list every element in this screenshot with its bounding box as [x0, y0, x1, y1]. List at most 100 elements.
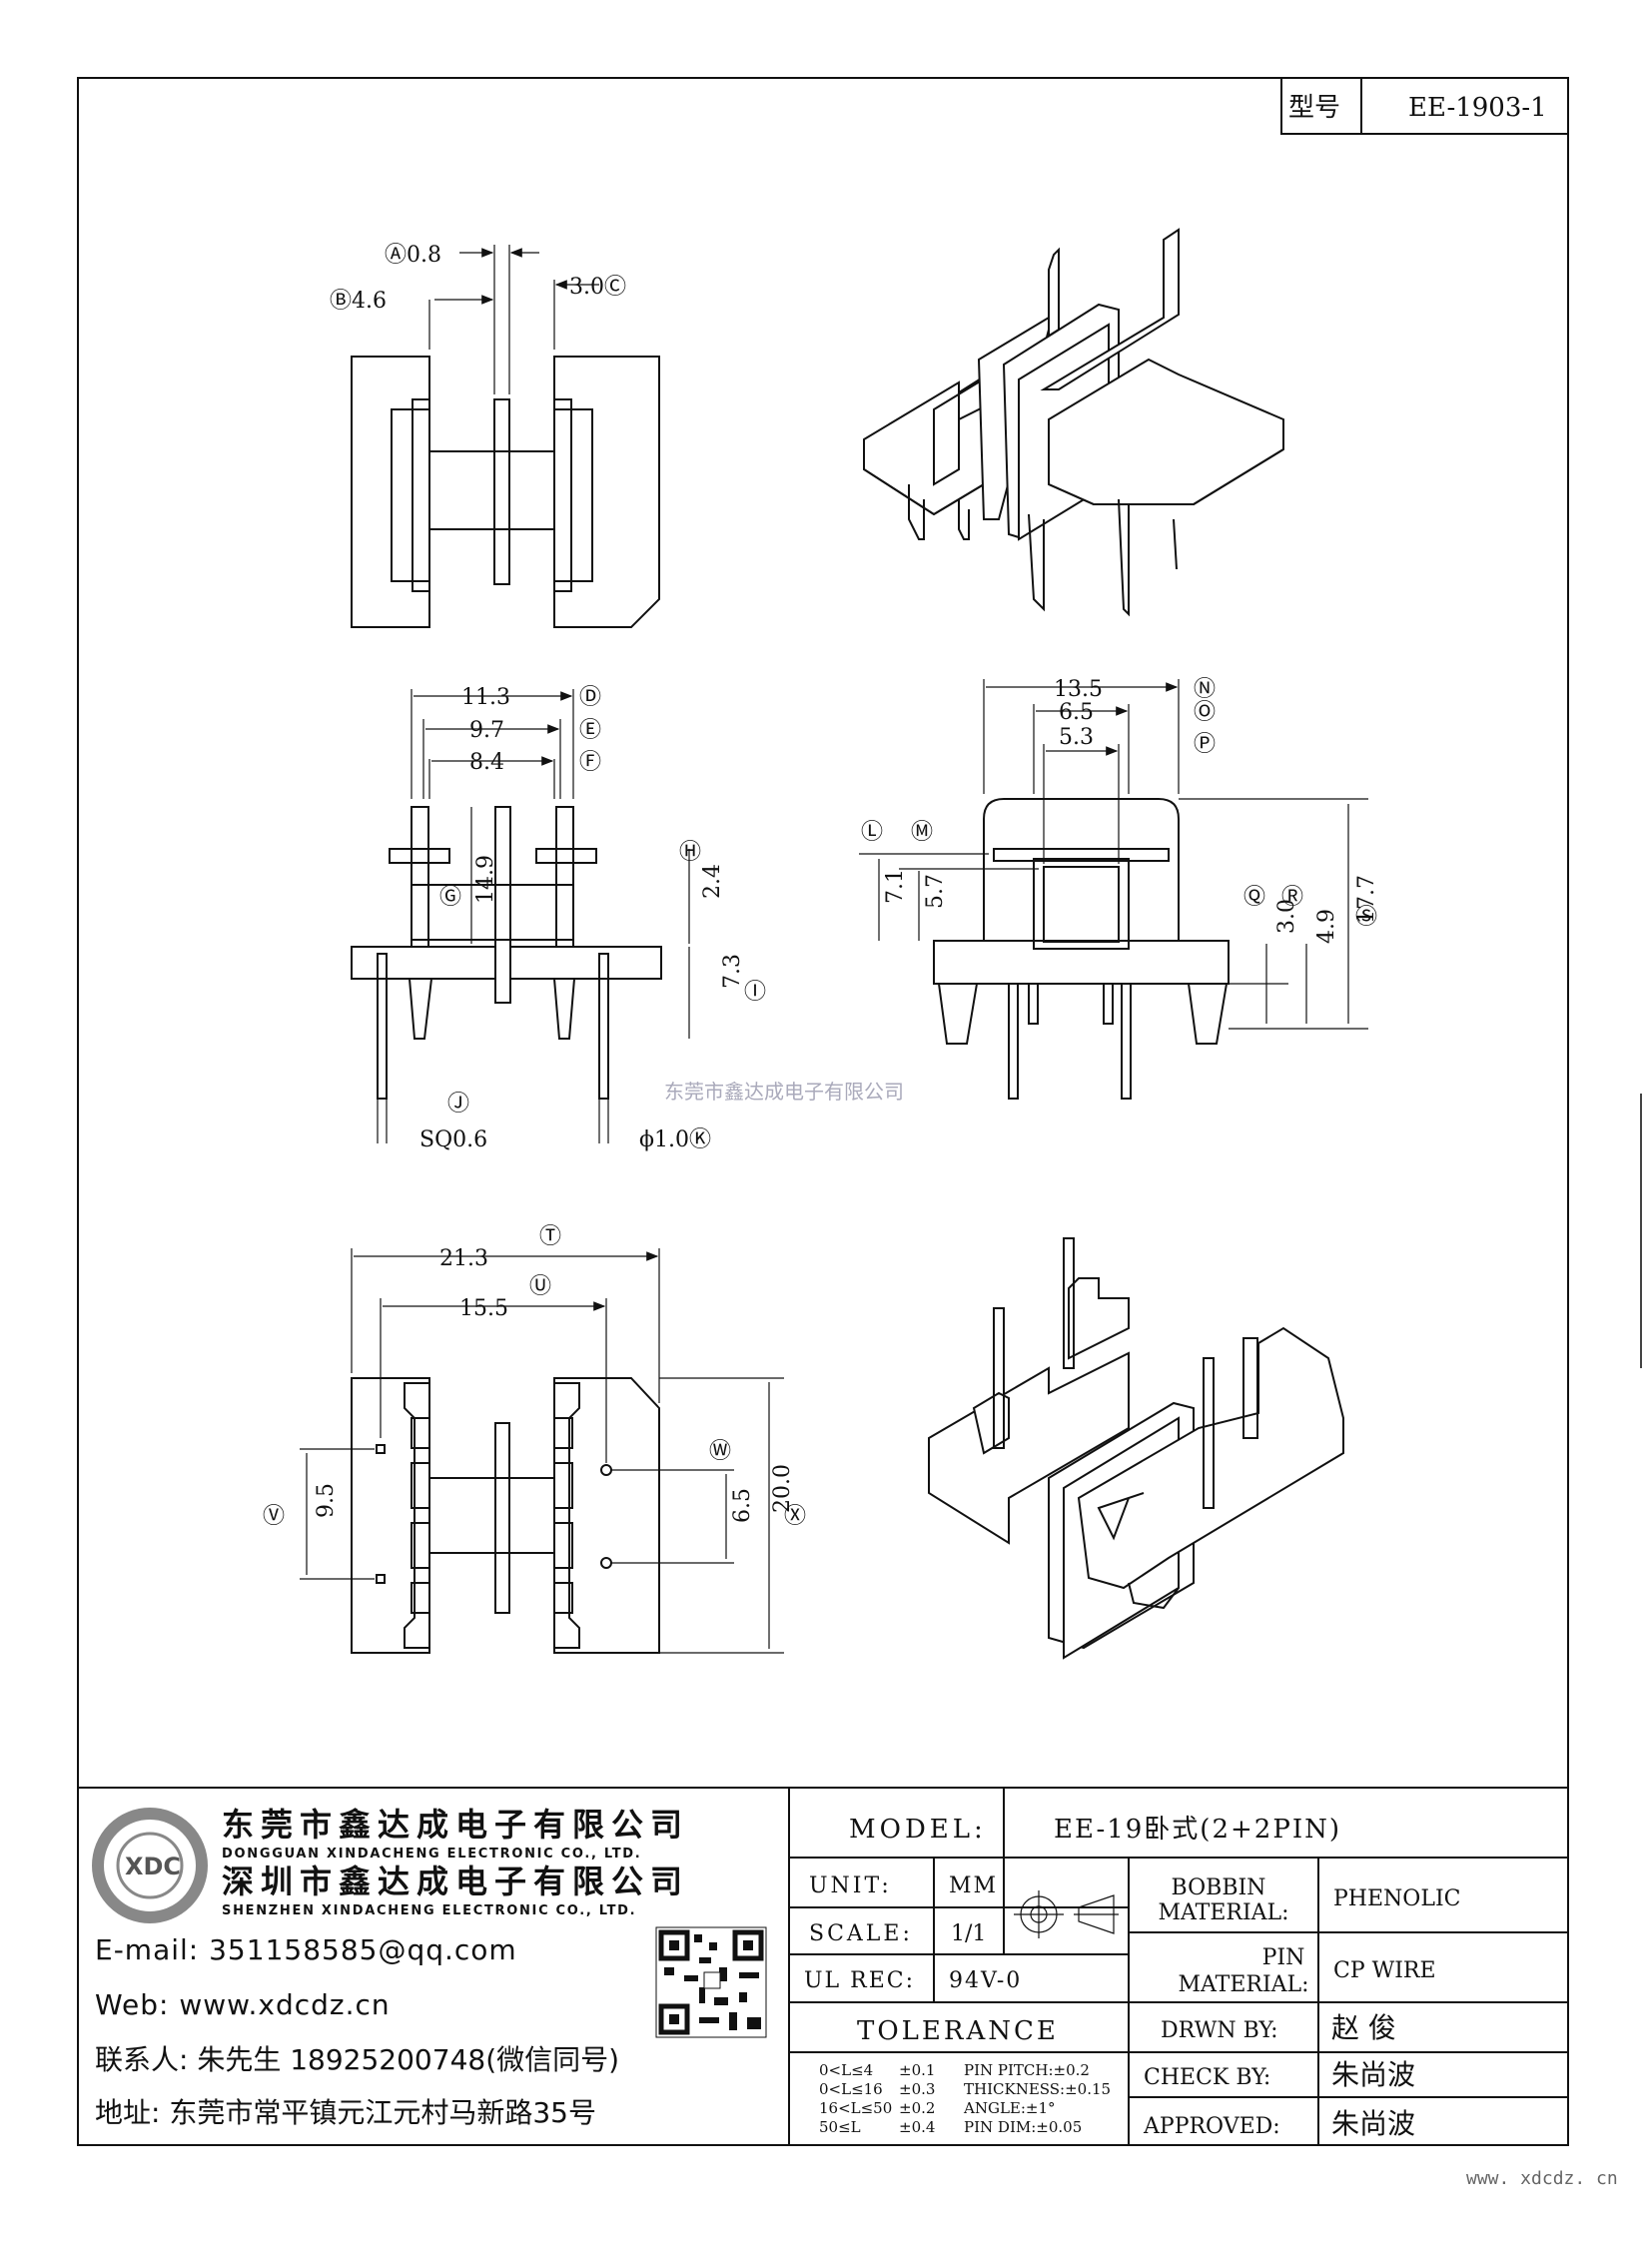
type-value: EE-1903-1 [1408, 93, 1547, 123]
dim-a: Ⓐ0.8 [385, 243, 441, 268]
tolerance-label: TOLERANCE [857, 2016, 1059, 2046]
top-view: Ⓐ0.8 Ⓑ4.6 3.0Ⓒ [330, 243, 660, 628]
dim-h: Ⓗ [679, 840, 701, 865]
drwn-label: DRWN BY: [1161, 2018, 1278, 2043]
tol-note-1: PIN PITCH:±0.2 [964, 2061, 1090, 2079]
dim-k: ϕ1.0Ⓚ [639, 1127, 711, 1152]
dim-v-value: 9.5 [314, 1483, 339, 1518]
dim-w: Ⓦ [709, 1439, 731, 1464]
company-en-shenzhen: SHENZHEN XINDACHENG ELECTRONIC CO., LTD. [222, 1903, 636, 1918]
ul-value: 94V-0 [949, 1968, 1022, 1993]
dim-o: Ⓞ [1194, 700, 1216, 725]
dim-w-value: 6.5 [730, 1488, 755, 1523]
company-block: XDC 东莞市鑫达成电子有限公司 DONGGUAN XINDACHENG ELE… [92, 1806, 767, 2129]
side-view: 13.5 6.5 5.3 Ⓝ Ⓞ Ⓟ Ⓛ Ⓜ 7.1 5.7 Ⓠ Ⓡ Ⓢ 3.0… [859, 677, 1379, 1100]
watermark: 东莞市鑫达成电子有限公司 [664, 1080, 904, 1104]
tol-value-4: ±0.4 [899, 2118, 935, 2136]
dim-u: Ⓤ [529, 1274, 551, 1299]
dim-d: Ⓓ [579, 685, 601, 710]
dim-g-value: 14.9 [473, 855, 498, 904]
scale-value: 1/1 [951, 1921, 986, 1946]
dim-s: Ⓢ [1355, 905, 1377, 930]
dim-n: Ⓝ [1194, 677, 1216, 702]
bottom-view: 21.3 Ⓣ 15.5 Ⓤ Ⓥ 9.5 Ⓦ 6.5 20.0 Ⓧ [263, 1224, 806, 1654]
unit-value: MM [949, 1873, 998, 1898]
dim-p-value: 5.3 [1059, 725, 1094, 750]
dim-q-value: 3.0 [1274, 899, 1299, 934]
tol-range-2: 0<L≤16 [819, 2080, 883, 2098]
tol-value-1: ±0.1 [899, 2061, 935, 2079]
dim-r-value: 4.9 [1314, 909, 1339, 944]
dim-c: 3.0Ⓒ [569, 275, 626, 300]
pin-value: CP WIRE [1333, 1958, 1436, 1983]
approved-value: 朱尚波 [1331, 2107, 1415, 2140]
dim-u-value: 15.5 [459, 1296, 508, 1321]
dim-s-value: 17.7 [1354, 875, 1379, 924]
tol-range-1: 0<L≤4 [819, 2061, 873, 2079]
title-block: MODEL: EE-19卧式(2+2PIN) UNIT: MM SCALE: 1… [77, 1787, 1569, 2146]
dim-t: Ⓣ [539, 1224, 561, 1249]
dim-t-value: 21.3 [439, 1246, 488, 1271]
company-contact: 联系人: 朱先生 18925200748(微信同号) [95, 2043, 619, 2076]
tol-note-2: THICKNESS:±0.15 [964, 2080, 1111, 2098]
company-address: 地址: 东莞市常平镇元江元村马新路35号 [95, 2096, 596, 2129]
bobbin-label-2: MATERIAL: [1158, 1900, 1288, 1925]
logo-text: XDC [125, 1853, 181, 1880]
bobbin-value: PHENOLIC [1333, 1886, 1460, 1911]
tol-range-3: 16<L≤50 [819, 2099, 892, 2117]
dim-h-value: 2.4 [700, 864, 725, 899]
isometric-view-top [863, 228, 1284, 617]
dim-d-value: 11.3 [461, 685, 510, 710]
dim-m: Ⓜ [911, 820, 933, 845]
dim-o-value: 6.5 [1059, 700, 1094, 725]
dim-m-value: 5.7 [923, 874, 948, 909]
dim-l-value: 7.1 [883, 869, 908, 904]
isometric-view-bottom [928, 1237, 1344, 1660]
projection-symbol-icon [1014, 1890, 1119, 1938]
front-view: 11.3 9.7 8.4 Ⓓ Ⓔ Ⓕ Ⓖ 14.9 Ⓗ 2.4 Ⓘ 7.3 Ⓙ … [351, 685, 766, 1152]
pin-label-1: PIN [1262, 1945, 1305, 1970]
company-name-shenzhen: 深圳市鑫达成电子有限公司 [222, 1863, 689, 1900]
drwn-value: 赵 俊 [1331, 2011, 1396, 2044]
scale-label: SCALE: [809, 1921, 913, 1946]
approved-label: APPROVED: [1143, 2114, 1280, 2139]
bobbin-label-1: BOBBIN [1172, 1875, 1266, 1900]
tol-note-4: PIN DIM:±0.05 [964, 2118, 1082, 2136]
unit-label: UNIT: [809, 1873, 892, 1898]
model-value: EE-19卧式(2+2PIN) [1054, 1815, 1341, 1845]
dim-q: Ⓠ [1243, 885, 1265, 910]
company-logo-icon: XDC [92, 1808, 208, 1923]
tol-value-3: ±0.2 [899, 2099, 935, 2117]
dim-i: Ⓘ [744, 980, 766, 1005]
dim-x-value: 20.0 [770, 1464, 795, 1513]
dim-n-value: 13.5 [1054, 677, 1103, 702]
dim-l: Ⓛ [861, 820, 883, 845]
ul-label: UL REC: [804, 1968, 915, 1993]
check-label: CHECK BY: [1144, 2065, 1270, 2090]
dim-p: Ⓟ [1194, 732, 1216, 757]
dim-i-value: 7.3 [720, 954, 745, 989]
dim-r: Ⓡ [1281, 885, 1303, 910]
pin-label-2: MATERIAL: [1178, 1972, 1308, 1997]
dim-j: Ⓙ [447, 1092, 469, 1117]
dim-e-value: 9.7 [469, 718, 504, 743]
dim-v: Ⓥ [263, 1504, 285, 1529]
model-number-box: 型号 EE-1903-1 [1280, 77, 1569, 135]
check-value: 朱尚波 [1331, 2058, 1415, 2091]
company-email: E-mail: 351158585@qq.com [95, 1933, 517, 1966]
dim-e: Ⓔ [579, 718, 601, 743]
dim-f-value: 8.4 [469, 750, 504, 775]
dim-b: Ⓑ4.6 [330, 289, 387, 314]
company-en-dongguan: DONGGUAN XINDACHENG ELECTRONIC CO., LTD. [222, 1847, 641, 1862]
dim-g: Ⓖ [439, 885, 461, 910]
qr-code-icon [655, 1926, 767, 2038]
dim-j-value: SQ0.6 [419, 1127, 487, 1152]
dim-f: Ⓕ [579, 750, 601, 775]
model-label: MODEL: [849, 1815, 987, 1845]
dim-x: Ⓧ [784, 1504, 806, 1529]
tol-range-4: 50≤L [819, 2118, 861, 2136]
tol-value-2: ±0.3 [899, 2080, 935, 2098]
footer-url: www. xdcdz. cn [1466, 2168, 1618, 2189]
type-label: 型号 [1288, 93, 1340, 123]
company-name-dongguan: 东莞市鑫达成电子有限公司 [222, 1806, 689, 1844]
